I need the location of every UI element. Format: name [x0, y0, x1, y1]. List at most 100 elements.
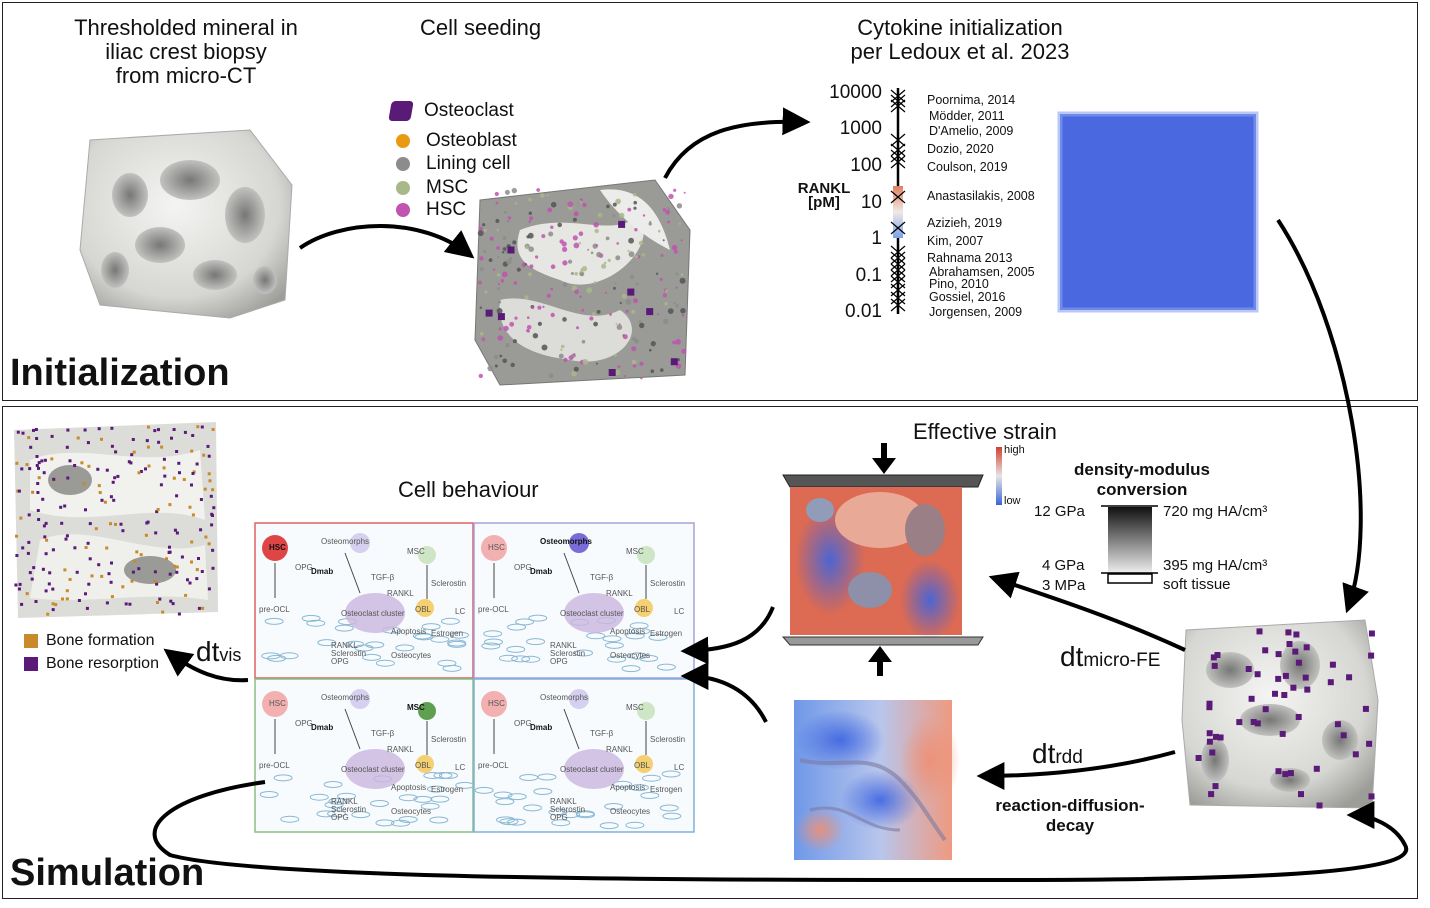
osteocyte-shape: [642, 774, 661, 782]
remodel-cell: [15, 461, 19, 465]
seeded-cell-dot: [628, 237, 634, 244]
remodel-cell: [190, 560, 193, 564]
osteoclast-cube: [1285, 629, 1292, 636]
simulation-panel: [2, 406, 1418, 899]
osteocyte-shape: [429, 816, 449, 824]
osteomorph-node: [350, 689, 370, 709]
osteoclast-cube: [1279, 730, 1286, 737]
remodel-cell: [144, 533, 148, 537]
seeded-cell-dot: [673, 249, 678, 254]
obl-node: [416, 599, 434, 617]
remodel-cell: [29, 445, 33, 449]
network-edge: [563, 552, 580, 594]
seeded-cell-dot: [536, 188, 541, 192]
remodel-cell: [211, 488, 215, 492]
seeded-cell-dot: [612, 202, 617, 207]
dt-rdd-label: dtrdd: [1032, 738, 1083, 769]
osteocyte-shape: [421, 623, 441, 631]
hsc-dot-icon: [396, 203, 410, 217]
remodel-cell: [203, 487, 207, 491]
study-x-mark: [890, 245, 906, 259]
remodel-cell: [124, 602, 128, 606]
seeded-cell-dot: [581, 266, 588, 272]
osteocyte-shape: [391, 819, 410, 827]
remodel-cell: [34, 428, 38, 431]
network-edge: [344, 708, 361, 750]
osteocyte-shape: [280, 815, 300, 823]
remodel-cell: [201, 606, 205, 610]
study-x-mark: [890, 263, 906, 277]
seeded-cell-dot: [638, 240, 644, 246]
seeded-cell-dot: [592, 312, 596, 316]
seeded-cell-dot: [478, 280, 482, 285]
osteoclast-cube: [507, 246, 515, 254]
osteoclast-cube: [1303, 644, 1310, 651]
remodel-cell: [86, 541, 90, 545]
remodel-cell: [107, 572, 111, 576]
seeded-cell-dot: [639, 322, 645, 329]
osteocyte-shape: [604, 641, 624, 649]
osteoclast-cube: [1316, 802, 1323, 809]
network-node-label: Estrogen: [431, 785, 464, 794]
seeded-cell-dot: [662, 239, 665, 242]
osteocyte-shape: [561, 811, 581, 819]
remodel-cell: [16, 489, 20, 493]
osteocyte-shape: [607, 655, 627, 663]
remodel-cell: [192, 470, 196, 474]
seeded-cell-dot: [493, 354, 499, 360]
osteoclast-cube: [1217, 734, 1224, 741]
density-modulus-bar: [1108, 507, 1152, 573]
remodel-cell: [157, 440, 161, 444]
seeded-cell-dot: [502, 247, 507, 251]
osteocyte-shape: [625, 821, 645, 829]
seeded-cell-dot: [581, 308, 585, 312]
osteoclast-cube: [1346, 674, 1353, 681]
osteocyte-shape: [430, 635, 450, 643]
remodel-cell: [61, 597, 64, 601]
network-node-label: Dmab: [311, 567, 334, 576]
osteocyte-shape: [279, 652, 299, 660]
osteoclast-cluster: [564, 749, 624, 789]
remodel-cell: [59, 505, 63, 509]
remodel-cell: [52, 477, 56, 481]
remodel-cell: [175, 565, 179, 569]
study-x-mark: [890, 251, 906, 265]
seeded-cell-dot: [563, 357, 568, 362]
osteocyte-shape: [495, 798, 515, 806]
seeded-cell-dot: [634, 255, 639, 259]
seeded-cell-dot: [665, 289, 668, 293]
remodel-cell: [20, 602, 24, 606]
osteoclast-cube: [1275, 768, 1282, 775]
network-node-label: Osteoclast cluster: [341, 765, 405, 774]
network-node-label: OBL: [415, 605, 432, 614]
remodel-cell: [25, 463, 29, 467]
osteoclast-cube: [485, 309, 493, 317]
seeded-cell-dot: [477, 230, 484, 237]
seeded-cell-dot: [603, 261, 607, 265]
remodel-cell: [25, 592, 29, 596]
seeded-cell-dot: [639, 361, 644, 366]
remodel-cell: [84, 546, 88, 549]
network-node-label: MSC: [407, 703, 425, 712]
osteocyte-shape: [629, 784, 649, 792]
remodel-cell: [131, 438, 135, 441]
remodel-cell: [195, 577, 199, 581]
network-node-label: RANKL: [331, 641, 358, 650]
remodel-cell: [90, 574, 94, 578]
remodel-cell: [161, 610, 165, 614]
remodel-cell: [37, 476, 41, 480]
remodel-cell: [100, 437, 103, 441]
seeded-cell-dot: [593, 321, 598, 327]
dm-4gpa: 4 GPa: [1042, 557, 1085, 574]
seeded-cell-dot: [675, 286, 678, 289]
seeded-cell-dot: [594, 228, 599, 234]
osteocyte-shape: [604, 803, 624, 810]
remodel-cell: [121, 585, 125, 589]
rdd-label: reaction-diffusion- decay: [995, 796, 1145, 835]
seeded-cell-dot: [558, 353, 564, 359]
seeded-cell-dot: [657, 229, 661, 233]
remodel-cell: [209, 494, 213, 498]
remodel-cell: [34, 600, 38, 603]
seeded-cell-dot: [541, 344, 548, 351]
